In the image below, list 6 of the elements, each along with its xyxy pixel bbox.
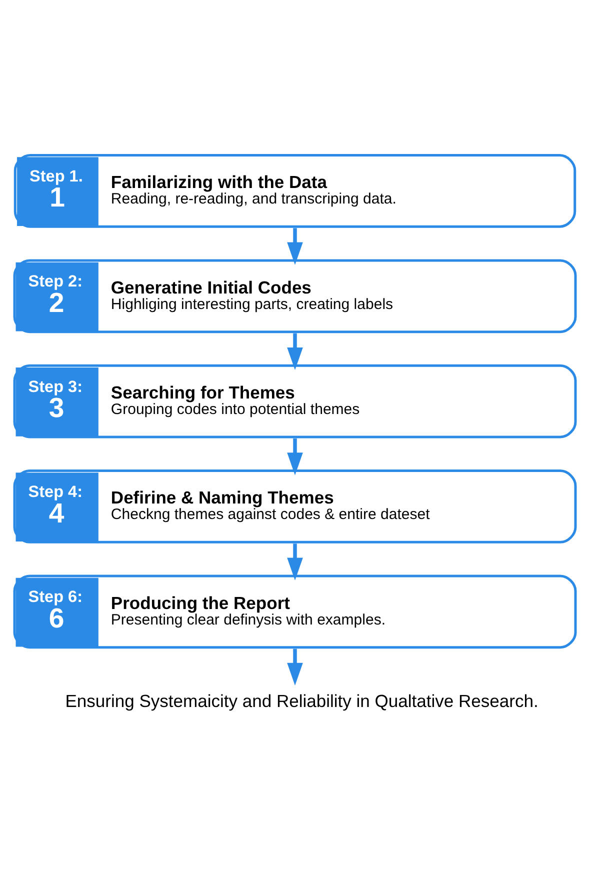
arrow [287,228,303,264]
arrow [287,543,303,580]
node-text: Ensuring Systemaicity and Reliability in Qualtative Research. [65,690,538,711]
arrow [287,438,303,475]
arrow [287,332,303,370]
arrow [287,648,303,685]
